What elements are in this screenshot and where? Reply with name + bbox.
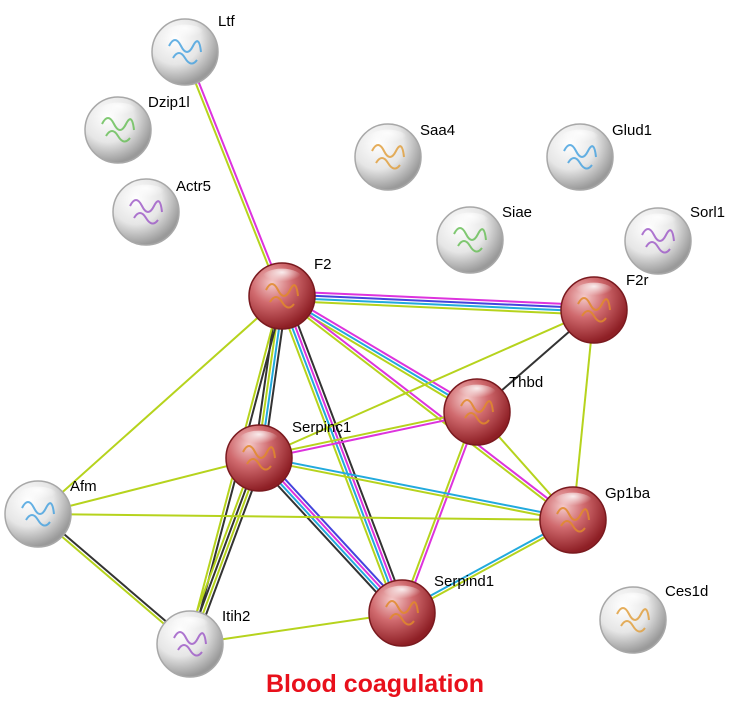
node-sorl1[interactable]: Sorl1 (624, 204, 725, 275)
node-label: Itih2 (222, 608, 250, 625)
node-label: Sorl1 (690, 204, 725, 221)
sphere-highlight (98, 102, 138, 122)
node-gp1ba[interactable]: Gp1ba (539, 485, 651, 554)
node-label: Ces1d (665, 583, 708, 600)
edge-serpind1-itih2 (189, 612, 403, 645)
node-thbd[interactable]: Thbd (443, 374, 543, 446)
sphere-highlight (382, 585, 422, 605)
node-label: Saa4 (420, 122, 455, 139)
edge-line-green (37, 295, 283, 515)
node-label: Ltf (218, 13, 236, 30)
edge-line-green (572, 309, 595, 521)
node-label: F2 (314, 256, 332, 273)
edge-line-cyan (281, 295, 478, 413)
edge-line-magenta (259, 456, 404, 613)
node-actr5[interactable]: Actr5 (112, 178, 211, 246)
node-itih2[interactable]: Itih2 (156, 608, 250, 678)
edge-line-green (258, 309, 595, 459)
edge-line-green (281, 299, 594, 316)
sphere-highlight (613, 592, 653, 612)
edge-ltf-f2 (182, 51, 285, 297)
edge-f2r-serpinc1 (258, 309, 595, 459)
sphere-highlight (165, 24, 205, 44)
node-f2[interactable]: F2 (248, 256, 332, 330)
sphere-highlight (126, 184, 166, 204)
sphere-highlight (368, 129, 408, 149)
node-label: Actr5 (176, 178, 211, 195)
node-saa4[interactable]: Saa4 (354, 122, 455, 191)
node-f2r[interactable]: F2r (560, 272, 649, 344)
edge-line-green (258, 458, 573, 523)
edge-f2-gp1ba (280, 293, 575, 523)
edge-serpinc1-afm (37, 457, 260, 515)
edge-thbd-serpind1 (399, 411, 480, 614)
sphere-highlight (638, 213, 678, 233)
node-siae[interactable]: Siae (436, 204, 532, 274)
edge-line-magenta (282, 290, 595, 307)
node-label: Serpind1 (434, 573, 494, 590)
edge-line-black (254, 460, 400, 617)
edge-line-green (37, 513, 574, 521)
sphere-highlight (457, 384, 497, 404)
node-label: F2r (626, 272, 649, 289)
edge-serpinc1-serpind1 (254, 454, 407, 617)
sphere-highlight (553, 492, 593, 512)
edge-f2-serpind1 (276, 293, 408, 616)
node-ltf[interactable]: Ltf (151, 13, 236, 86)
edge-line-green (37, 457, 260, 515)
node-label: Siae (502, 204, 532, 221)
edge-f2-afm (37, 295, 283, 515)
edge-line-magenta (185, 51, 285, 296)
sphere-highlight (560, 129, 600, 149)
node-dzip1l[interactable]: Dzip1l (84, 94, 190, 164)
edge-line-magenta (283, 292, 480, 411)
node-label: Serpinc1 (292, 419, 351, 436)
edge-line-black (285, 293, 408, 612)
node-label: Dzip1l (148, 94, 190, 111)
sphere-highlight (170, 616, 210, 636)
edge-serpinc1-gp1ba (258, 455, 574, 523)
sphere-highlight (239, 430, 279, 450)
node-afm[interactable]: Afm (4, 478, 97, 548)
edge-f2r-gp1ba (572, 309, 595, 521)
sphere-highlight (18, 486, 58, 506)
edge-line-green (276, 297, 399, 616)
sphere-highlight (574, 282, 614, 302)
edge-line-green (258, 409, 477, 458)
node-glud1[interactable]: Glud1 (546, 122, 652, 191)
edge-line-magenta (282, 295, 405, 613)
edge-line-green (399, 411, 477, 613)
node-serpind1[interactable]: Serpind1 (368, 573, 494, 647)
edge-line-cyan (259, 455, 574, 520)
node-ces1d[interactable]: Ces1d (599, 583, 708, 654)
edge-line-blue (261, 454, 407, 611)
edge-line-green (280, 296, 573, 523)
edge-line-magenta (402, 412, 480, 614)
edge-afm-gp1ba (37, 513, 574, 521)
node-serpinc1[interactable]: Serpinc1 (225, 419, 351, 492)
edge-line-cyan (281, 296, 594, 313)
edge-line-magenta (259, 412, 478, 461)
edge-f2-f2r (281, 290, 595, 316)
edge-line-magenta (282, 293, 575, 520)
edge-thbd-serpinc1 (258, 409, 478, 461)
edge-line-cyan (257, 458, 402, 615)
node-label: Afm (70, 478, 97, 495)
edge-line-green (189, 612, 403, 645)
node-label: Thbd (509, 374, 543, 391)
diagram-title: Blood coagulation (265, 670, 485, 698)
sphere-highlight (262, 268, 302, 288)
edge-line-green (182, 52, 282, 297)
edge-line-blue (282, 293, 595, 310)
edge-line-cyan (279, 296, 402, 614)
node-label: Glud1 (612, 122, 652, 139)
node-label: Gp1ba (605, 485, 651, 502)
sphere-highlight (450, 212, 490, 232)
